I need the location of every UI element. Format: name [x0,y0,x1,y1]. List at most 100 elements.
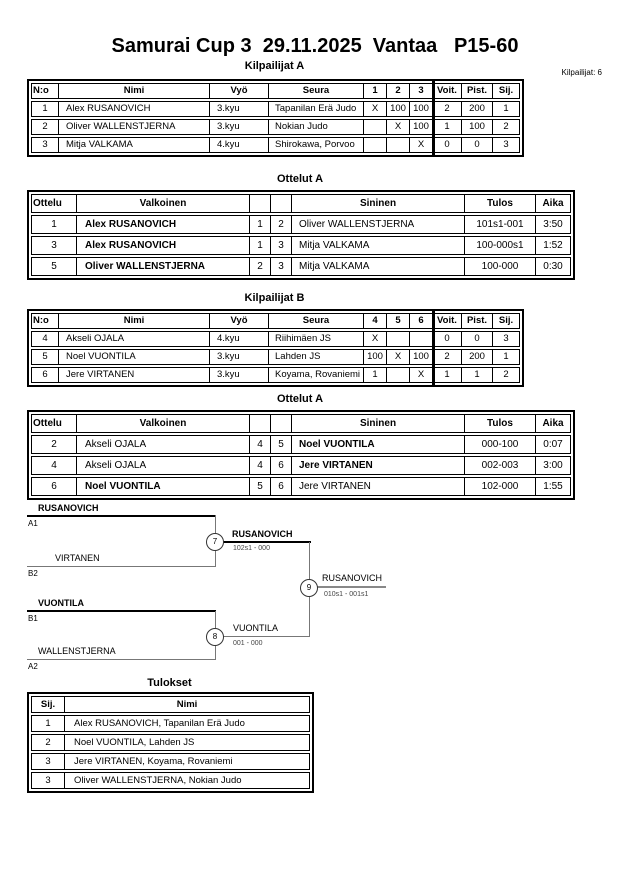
bracket-line [27,566,216,567]
cell-place: 2 [45,737,51,748]
cell-blue-name: Mitja VALKAMA [291,237,464,254]
table-row: 2 Akseli OJALA 4 5 Noel VUONTILA 000-100… [31,435,571,454]
col-header-blue: Sininen [291,415,464,432]
cell-white-name: Alex RUSANOVICH [76,237,249,254]
cell-blue-no: 6 [270,478,291,495]
cell-result: 002-003 [464,457,535,474]
cell-name: Oliver WALLENSTJERNA, Nokian Judo [64,773,309,788]
table-row: 5 Noel VUONTILA 3.kyu Lahden JS 100 X 10… [31,349,520,365]
cell-time: 0:30 [535,258,570,275]
cell-white-no: 4 [249,436,270,453]
cell-score-3: X [409,138,432,152]
table-header-row: Ottelu Valkoinen Sininen Tulos Aika [31,194,571,213]
table-row: 5 Oliver WALLENSTJERNA 2 3 Mitja VALKAMA… [31,257,571,276]
cell-blue-name: Oliver WALLENSTJERNA [291,216,464,233]
cell-score-2: 100 [386,102,409,116]
col-header-club: Seura [268,84,363,98]
col-header-place: Sij. [40,699,56,710]
cell-white-no: 4 [249,457,270,474]
cell-place: 2 [492,368,519,382]
table-row: 3 Mitja VALKAMA 4.kyu Shirokawa, Porvoo … [31,137,520,153]
cell-place: 1 [492,102,519,116]
col-header-result: Tulos [464,415,535,432]
col-header-name: Nimi [64,697,309,712]
cell-score-4: 1 [363,368,386,382]
cell-result: 100-000s1 [464,237,535,254]
cell-score-6: 100 [409,350,432,364]
cell-belt: 3.kyu [209,368,268,382]
col-header-3: 3 [409,84,432,98]
match-circle-9: 9 [300,579,318,597]
col-header-wins: Voit. [432,314,461,328]
matches-b-heading: Ottelut A [276,393,324,405]
col-header-bn [270,415,291,432]
cell-match-no: 3 [51,240,57,251]
bracket-line [216,636,310,637]
col-header-points: Pist. [461,314,492,328]
table-row: 6 Noel VUONTILA 5 6 Jere VIRTANEN 102-00… [31,477,571,496]
cell-blue-no: 2 [270,216,291,233]
cell-belt: 3.kyu [209,102,268,116]
col-header-no: N:o [33,315,49,326]
cell-score-1 [363,120,386,134]
cell-place: 3 [492,138,519,152]
cell-score-6 [409,332,432,346]
col-header-points: Pist. [461,84,492,98]
match-circle-7: 7 [206,533,224,551]
cell-blue-no: 5 [270,436,291,453]
table-row: 6 Jere VIRTANEN 3.kyu Koyama, Rovaniemi … [31,367,520,383]
pool-a-table: N:o Nimi Vyö Seura 1 2 3 Voit. Pist. Sij… [27,79,524,157]
cell-no: 1 [42,103,48,114]
seed-label-b1: B1 [28,614,38,623]
table-row: 1 Alex RUSANOVICH 1 2 Oliver WALLENSTJER… [31,215,571,234]
col-header-match: Ottelu [33,418,62,429]
match-7-winner: RUSANOVICH [232,529,293,539]
table-header-row: N:o Nimi Vyö Seura 1 2 3 Voit. Pist. Sij… [31,83,520,99]
table-row: 2 Noel VUONTILA, Lahden JS [31,734,310,751]
cell-score-5: X [386,350,409,364]
seed-name-b1: VUONTILA [38,598,84,608]
cell-result: 100-000 [464,258,535,275]
matches-a-heading: Ottelut A [276,173,324,185]
col-header-wins: Voit. [432,84,461,98]
cell-blue-name: Jere VIRTANEN [291,457,464,474]
competitors-count: Kilpailijat: 6 [561,68,602,77]
col-header-belt: Vyö [209,84,268,98]
cell-wins: 2 [432,102,461,116]
cell-name: Jere VIRTANEN, Koyama, Rovaniemi [64,754,309,769]
cell-time: 1:55 [535,478,570,495]
table-header-row: N:o Nimi Vyö Seura 4 5 6 Voit. Pist. Sij… [31,313,520,329]
match-8-winner: VUONTILA [233,623,279,633]
cell-blue-name: Noel VUONTILA [291,436,464,453]
cell-name: Noel VUONTILA, Lahden JS [64,735,309,750]
cell-points: 1 [461,368,492,382]
cell-white-no: 1 [249,216,270,233]
match-circle-8: 8 [206,628,224,646]
cell-blue-name: Mitja VALKAMA [291,258,464,275]
cell-time: 0:07 [535,436,570,453]
cell-score-1: X [363,102,386,116]
cell-blue-no: 6 [270,457,291,474]
col-header-wn [249,195,270,212]
col-header-white: Valkoinen [76,415,249,432]
cell-result: 000-100 [464,436,535,453]
pool-a-heading: Kilpailijat A [244,60,305,72]
cell-score-3: 100 [409,102,432,116]
pool-b-table: N:o Nimi Vyö Seura 4 5 6 Voit. Pist. Sij… [27,309,524,387]
cell-points: 0 [461,332,492,346]
col-header-5: 5 [386,314,409,328]
col-header-place: Sij. [492,314,519,328]
match-9-winner: RUSANOVICH [322,573,383,583]
cell-blue-name: Jere VIRTANEN [291,478,464,495]
cell-wins: 1 [432,120,461,134]
cell-name: Mitja VALKAMA [58,138,209,152]
col-header-wn [249,415,270,432]
cell-score-4: 100 [363,350,386,364]
results-section: Tulokset Sij. Nimi 1 Alex RUSANOVICH, Ta… [0,677,314,793]
cell-place: 3 [45,775,51,786]
results-table: Sij. Nimi 1 Alex RUSANOVICH, Tapanilan E… [27,692,314,793]
pool-b-heading: Kilpailijat B [244,292,305,304]
col-header-club: Seura [268,314,363,328]
seed-label-a1: A1 [28,519,38,528]
